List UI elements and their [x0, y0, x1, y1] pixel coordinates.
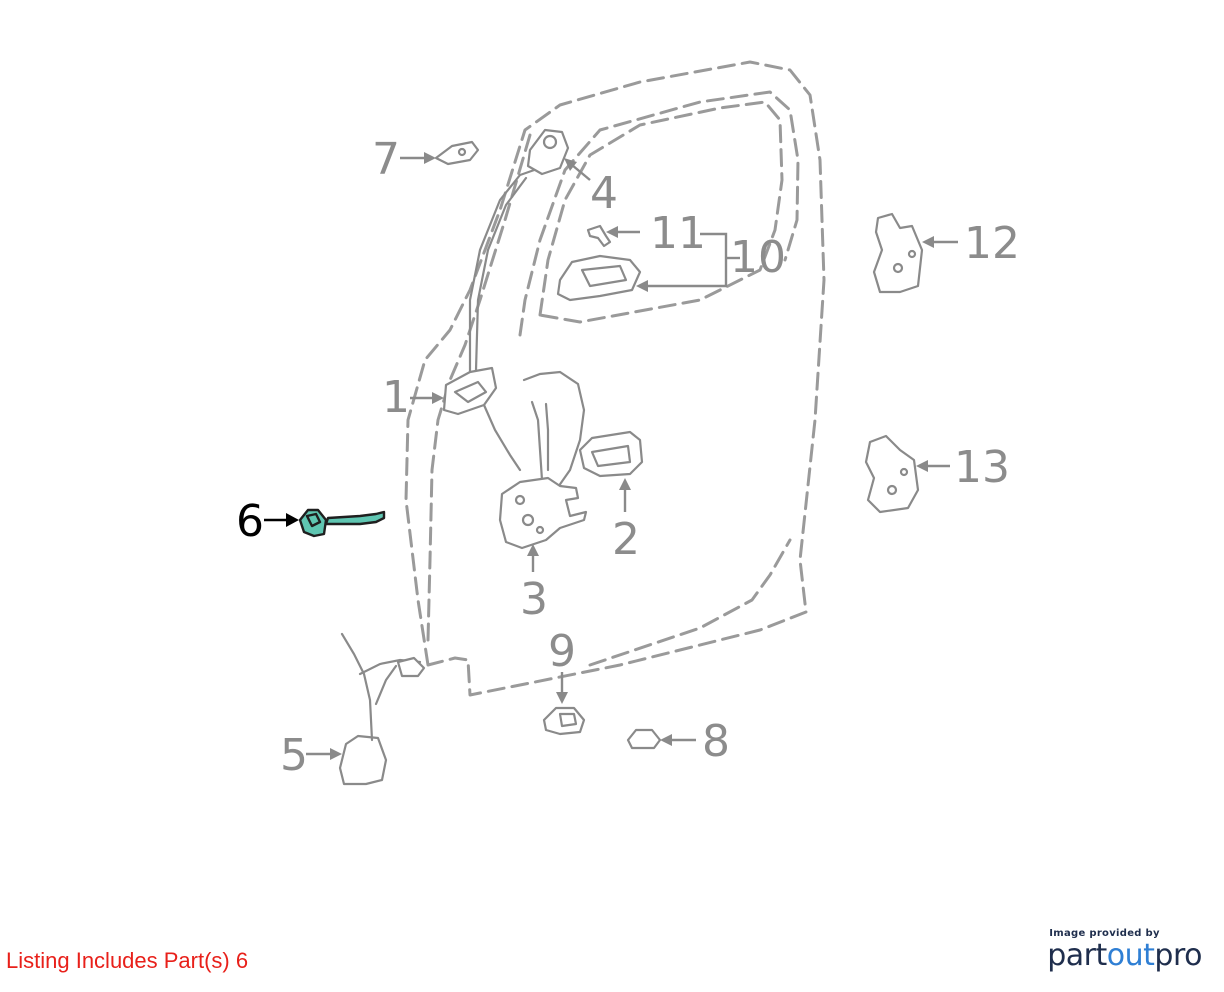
callout-10: 10 — [730, 232, 786, 283]
cable-1-to-4 — [468, 166, 542, 472]
part-8-bumper — [626, 728, 662, 750]
part-1-inside-handle — [442, 366, 498, 416]
callout-11: 11 — [650, 208, 706, 259]
callout-labels: 7 4 11 10 12 1 13 6 2 3 9 8 5 — [236, 134, 1020, 781]
part-11-fastener — [586, 224, 612, 248]
part-6-lock-rod — [298, 508, 386, 538]
brand-name-part: part — [1047, 938, 1107, 973]
callout-7: 7 — [372, 134, 400, 185]
partoutpro-logo: Image provided by partoutpro — [1047, 928, 1202, 973]
part-2-inside-handle — [578, 430, 644, 478]
part-13-lower-hinge — [864, 434, 920, 514]
callout-12: 12 — [964, 218, 1020, 269]
callout-9: 9 — [548, 626, 576, 677]
callout-2: 2 — [612, 514, 640, 565]
brand-name-out: out — [1106, 938, 1155, 973]
callout-5: 5 — [280, 730, 308, 781]
callout-6: 6 — [236, 496, 264, 547]
leader-lines — [264, 152, 958, 760]
part-9-striker — [542, 706, 586, 736]
part-7-clip — [434, 140, 480, 166]
part-12-upper-hinge — [872, 212, 924, 294]
callout-13: 13 — [954, 442, 1010, 493]
lock-cables — [522, 370, 586, 492]
door-outline — [404, 60, 826, 697]
brand-caption: Image provided by — [1049, 928, 1160, 939]
part-4-lock-knob — [526, 128, 570, 176]
callout-4: 4 — [590, 168, 618, 219]
brand-name: partoutpro — [1047, 939, 1202, 973]
brand-name-pro: pro — [1154, 938, 1202, 973]
callout-1: 1 — [382, 372, 410, 423]
callout-3: 3 — [520, 574, 548, 625]
part-10-outside-handle — [556, 254, 642, 302]
part-3-door-lock — [498, 476, 588, 550]
part-5-latch-actuator — [338, 632, 426, 786]
listing-note: Listing Includes Part(s) 6 — [6, 948, 249, 973]
callout-8: 8 — [702, 716, 730, 767]
